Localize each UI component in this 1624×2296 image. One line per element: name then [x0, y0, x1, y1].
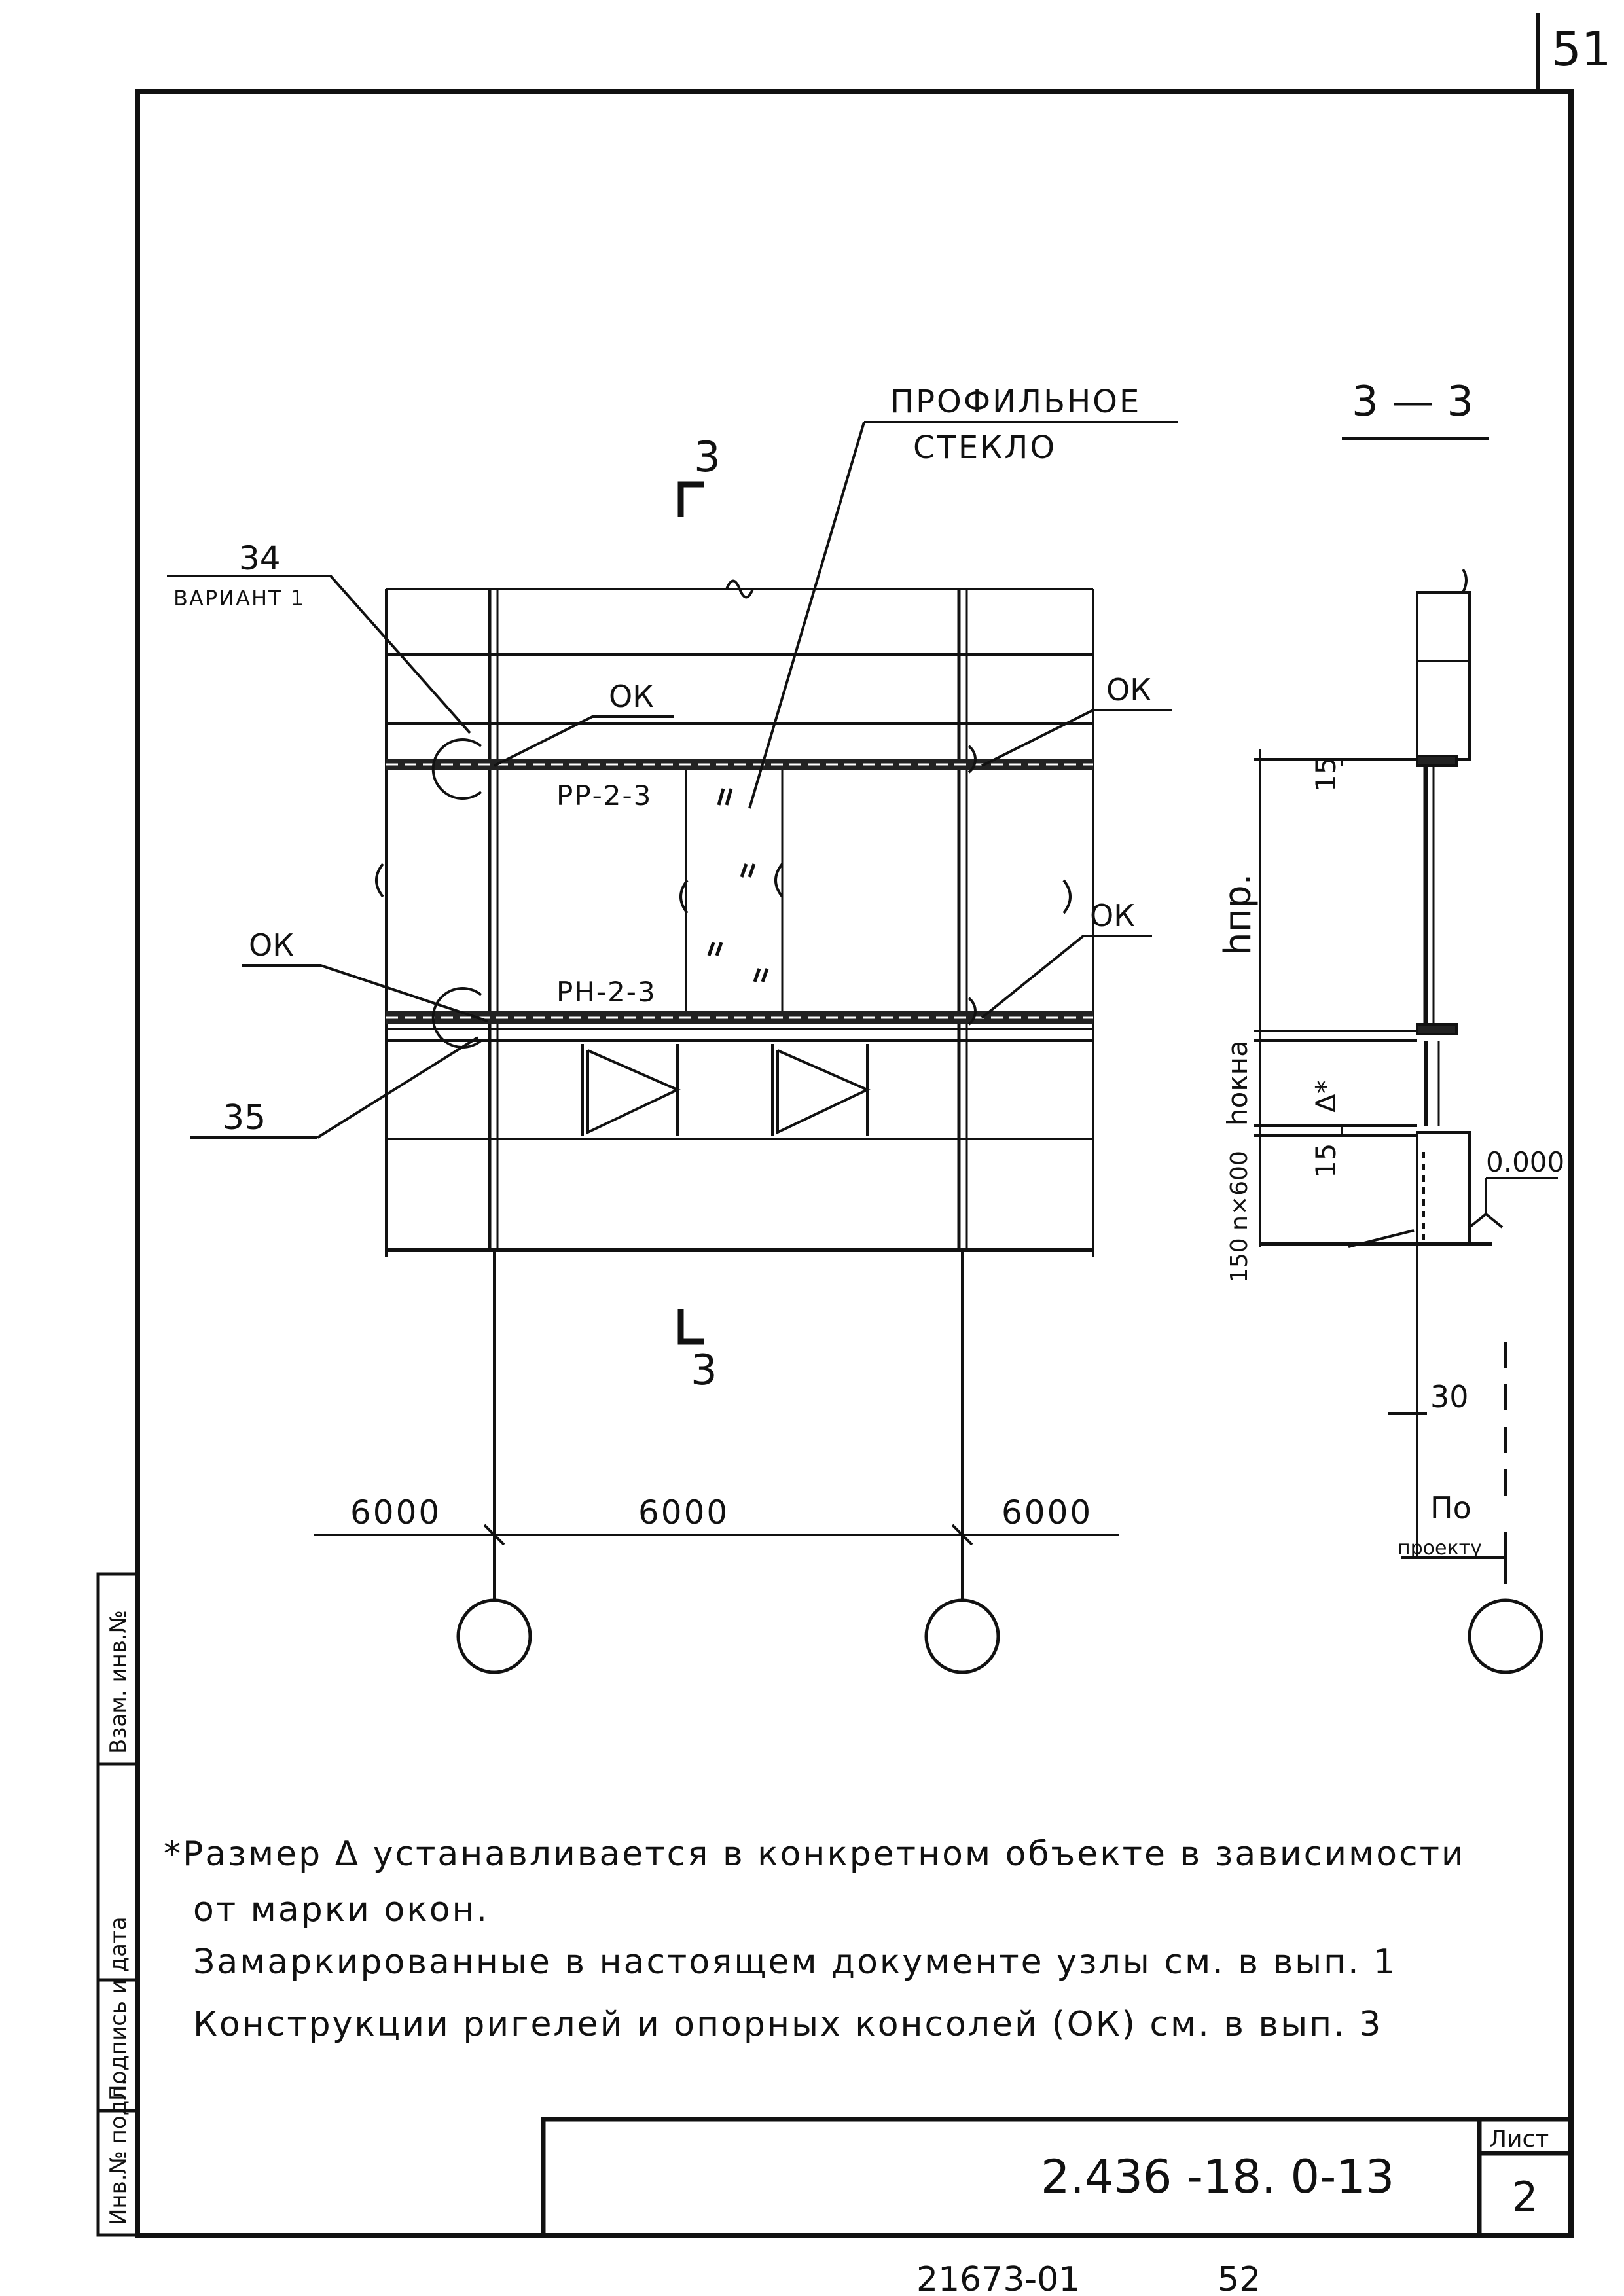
node-34-leader — [167, 575, 471, 734]
dim-nx600: 150 n×600 — [1226, 1151, 1253, 1283]
dim-15-top: 15 — [1310, 757, 1342, 792]
page-number: 51 — [1551, 22, 1612, 77]
section-mark-top-label: 3 — [694, 433, 721, 482]
ok-label-1: ОК — [609, 679, 654, 714]
po-label: По — [1430, 1490, 1471, 1526]
list-number: 2 — [1512, 2173, 1538, 2221]
section-mark-bottom-label: 3 — [691, 1346, 717, 1395]
node-35-leader — [190, 1036, 479, 1139]
level-label: 0.000 — [1486, 1146, 1564, 1178]
rigels — [386, 759, 1093, 1030]
stamp-vzam-inv: Взам. инв.№ — [105, 1610, 132, 1754]
dim-6000-3: 6000 — [1001, 1494, 1092, 1532]
section-mark-top — [677, 481, 704, 517]
node-34-label: 34 — [239, 539, 281, 577]
document-code: 2.436 -18. 0-13 — [1041, 2150, 1394, 2204]
ok-leaders — [242, 709, 1172, 1022]
bottom-code: 21673-01 — [916, 2260, 1080, 2296]
axis-bubbles — [456, 1598, 1543, 1674]
h-pr-label: hпр. — [1217, 874, 1259, 956]
dimension-line — [314, 1250, 1119, 1600]
profile-glass-leader — [748, 421, 1178, 809]
dim-6000-2: 6000 — [638, 1494, 729, 1532]
glass-hatch — [707, 788, 769, 982]
po-proektu-label: проекту — [1398, 1537, 1482, 1560]
note-line-4: Конструкции ригелей и опорных консолей (… — [193, 2005, 1382, 2044]
note-line-2: от марки окон. — [193, 1890, 489, 1929]
side-stamp — [96, 1572, 139, 2237]
delta-label: Δ* — [1310, 1080, 1342, 1113]
section-mark-bottom — [677, 1309, 704, 1345]
ok-label-3: ОК — [249, 927, 294, 963]
h-okna-label: hокна — [1221, 1040, 1254, 1126]
stamp-inv-podl: Инв.№ подл. — [105, 2079, 132, 2225]
title-block — [541, 2117, 1574, 2238]
ok-label-2: ОК — [1106, 672, 1151, 708]
dim-30: 30 — [1430, 1379, 1469, 1414]
rigel-top-label: РР-2-3 — [556, 780, 652, 812]
profile-glass-label-1: ПРОФИЛЬНОЕ — [890, 384, 1141, 420]
bottom-number: 52 — [1218, 2260, 1261, 2296]
dim-6000-1: 6000 — [350, 1494, 441, 1532]
section-3-3 — [1254, 568, 1558, 1584]
note-line-1: *Размер Δ устанавливается в конкретном о… — [164, 1835, 1466, 1874]
ok-label-4: ОК — [1090, 898, 1135, 933]
node-35-label: 35 — [223, 1098, 266, 1138]
note-line-3: Замаркированные в настоящем документе уз… — [193, 1943, 1397, 1982]
profile-glass-label-2: СТЕКЛО — [913, 429, 1056, 466]
facade-elevation — [385, 579, 1094, 1257]
list-label: Лист — [1489, 2126, 1549, 2153]
dim-15-bottom: 15 — [1310, 1143, 1342, 1178]
variant-label: ВАРИАНТ 1 — [173, 586, 305, 611]
stamp-podpis-data: Подпись и дата — [105, 1916, 132, 2101]
section-title: 3 — 3 — [1352, 378, 1473, 426]
rigel-bottom-label: РН-2-3 — [556, 976, 657, 1008]
